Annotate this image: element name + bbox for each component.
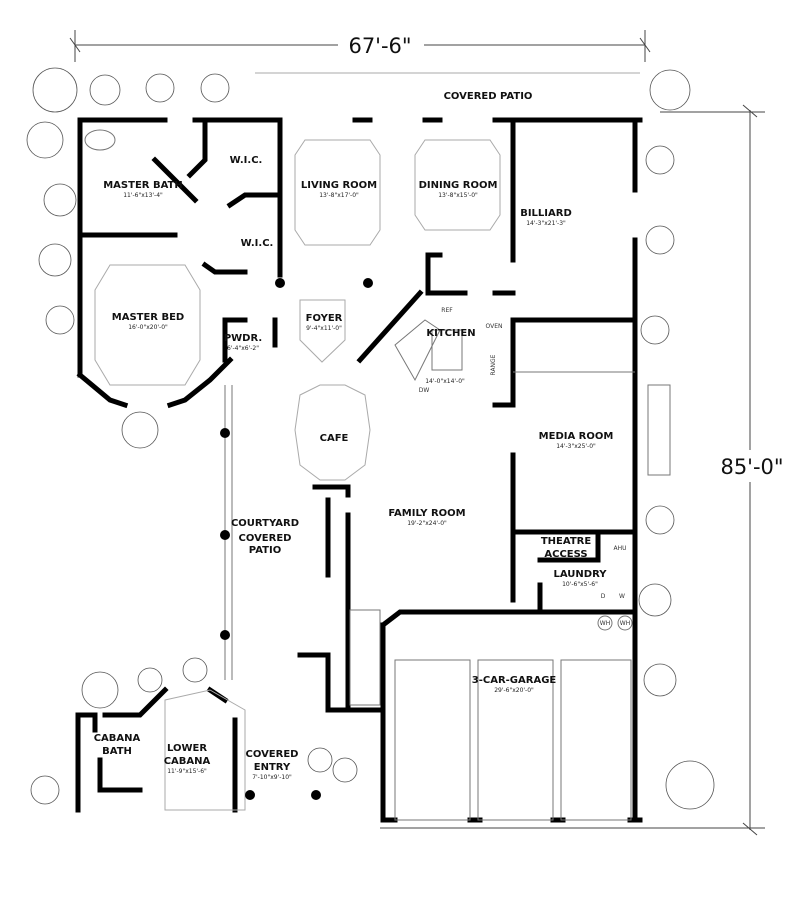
range-label: RANGE bbox=[490, 354, 497, 375]
kitchen-label: KITCHEN bbox=[426, 328, 475, 339]
family-room-size: 19'-2"x24'-0" bbox=[407, 520, 447, 527]
laundry-label: LAUNDRY bbox=[554, 569, 608, 580]
width-dimension: 67'-6" bbox=[348, 34, 411, 58]
lower-cabana-label: LOWER bbox=[167, 743, 207, 754]
washer-label: W bbox=[619, 593, 625, 600]
master-bath-size: 11'-6"x13'-4" bbox=[123, 192, 163, 199]
depth-dimension: 85'-0" bbox=[720, 455, 783, 479]
columns bbox=[220, 278, 373, 800]
landscaping-plants bbox=[26, 67, 715, 810]
dining-room-label: DINING ROOM bbox=[419, 180, 498, 191]
water-heater-label: WH bbox=[600, 620, 610, 627]
media-room-label: MEDIA ROOM bbox=[539, 431, 614, 442]
master-bath-label: MASTER BATH bbox=[103, 180, 183, 191]
theatre-access-label: THEATRE bbox=[541, 536, 592, 547]
foyer-size: 9'-4"x11'-0" bbox=[306, 325, 342, 332]
powder-room-label: PWDR. bbox=[224, 333, 262, 344]
lower-cabana-label: CABANA bbox=[164, 756, 211, 767]
living-room-size: 13'-8"x17'-0" bbox=[319, 192, 359, 199]
walls bbox=[75, 117, 643, 823]
master-bed-label: MASTER BED bbox=[112, 312, 184, 323]
wic-label: W.I.C. bbox=[241, 238, 274, 249]
dining-room-size: 13'-8"x15'-0" bbox=[438, 192, 478, 199]
cabana-bath-label: BATH bbox=[102, 746, 132, 757]
covered-patio-label: COVERED PATIO bbox=[444, 91, 533, 102]
garage-label: 3-CAR-GARAGE bbox=[472, 675, 557, 686]
covered-entry-size: 7'-10"x9'-10" bbox=[252, 774, 292, 781]
water-heater-label: WH bbox=[620, 620, 630, 627]
media-room-size: 14'-3"x25'-0" bbox=[556, 443, 596, 450]
laundry-size: 10'-6"x5'-6" bbox=[562, 581, 598, 588]
foyer-label: FOYER bbox=[306, 313, 343, 324]
cafe-label: CAFE bbox=[320, 433, 349, 444]
dishwasher-label: DW bbox=[419, 387, 430, 394]
ahu-label: AHU bbox=[613, 545, 626, 552]
courtyard-label: COVERED bbox=[239, 533, 292, 544]
dryer-label: D bbox=[601, 593, 606, 600]
courtyard-label: COURTYARD bbox=[231, 518, 299, 529]
oven-label: OVEN bbox=[485, 323, 502, 330]
courtyard-label: PATIO bbox=[249, 545, 281, 556]
powder-room-size: 6'-4"x6'-2" bbox=[227, 345, 259, 352]
family-room-label: FAMILY ROOM bbox=[388, 508, 465, 519]
living-room-label: LIVING ROOM bbox=[301, 180, 377, 191]
covered-entry-label: ENTRY bbox=[254, 762, 291, 773]
kitchen-size: 14'-0"x14'-0" bbox=[425, 378, 465, 385]
billiard-label: BILLIARD bbox=[520, 208, 572, 219]
covered-entry-label: COVERED bbox=[246, 749, 299, 760]
wic-label: W.I.C. bbox=[230, 155, 263, 166]
lower-cabana-size: 11'-9"x15'-6" bbox=[167, 768, 207, 775]
billiard-size: 14'-3"x21'-3" bbox=[526, 220, 566, 227]
master-bed-size: 16'-0"x20'-0" bbox=[128, 324, 168, 331]
ref-label: REF bbox=[441, 307, 453, 314]
cabana-bath-label: CABANA bbox=[94, 733, 141, 744]
theatre-access-label: ACCESS bbox=[544, 549, 587, 560]
garage-size: 29'-6"x20'-0" bbox=[494, 687, 534, 694]
